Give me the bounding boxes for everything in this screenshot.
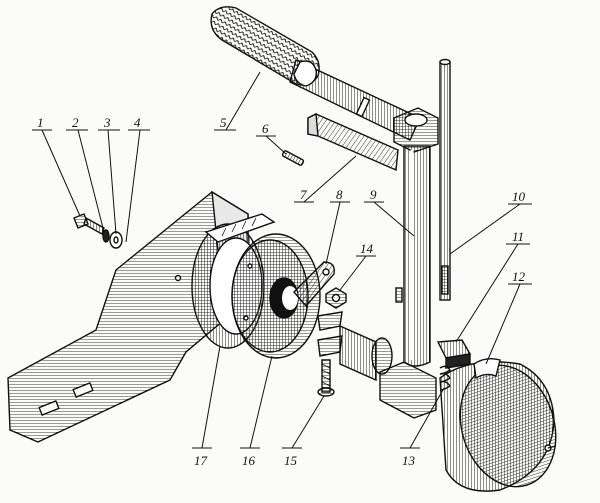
pin-part-6 xyxy=(281,150,305,166)
block-part-11 xyxy=(436,339,472,369)
callout-7: 7 xyxy=(300,187,307,202)
disc-part-16 xyxy=(231,233,321,359)
tab-part-8 xyxy=(293,261,335,308)
callout-9: 9 xyxy=(370,187,377,202)
rod-part-10 xyxy=(439,58,451,301)
callout-5: 5 xyxy=(220,115,227,130)
callout-6: 6 xyxy=(262,121,269,136)
callout-labels: 1 2 3 4 5 6 7 8 9 10 11 12 13 14 15 16 1… xyxy=(37,115,526,468)
washer-part-2 xyxy=(102,229,110,243)
callout-11: 11 xyxy=(512,229,524,244)
callout-8: 8 xyxy=(336,187,343,202)
callout-12: 12 xyxy=(512,269,526,284)
bolt-part-1 xyxy=(73,213,105,236)
leader-lines xyxy=(32,71,532,449)
nut-part-14 xyxy=(325,287,347,309)
callout-4: 4 xyxy=(134,115,141,130)
clamp-fork xyxy=(317,287,437,419)
callout-14: 14 xyxy=(360,241,374,256)
callout-10: 10 xyxy=(512,189,526,204)
callout-17: 17 xyxy=(194,453,208,468)
bar-part-7 xyxy=(307,112,399,172)
washer-part-3 xyxy=(109,231,123,249)
screw-part-15 xyxy=(317,359,335,397)
callout-13: 13 xyxy=(402,453,416,468)
callout-16: 16 xyxy=(242,453,256,468)
callout-3: 3 xyxy=(103,115,111,130)
cover-part-12 xyxy=(439,357,557,492)
column-part-9 xyxy=(393,107,439,367)
handle-part-5 xyxy=(210,6,421,141)
callout-2: 2 xyxy=(72,115,79,130)
callout-1: 1 xyxy=(37,115,44,130)
callout-15: 15 xyxy=(284,453,298,468)
